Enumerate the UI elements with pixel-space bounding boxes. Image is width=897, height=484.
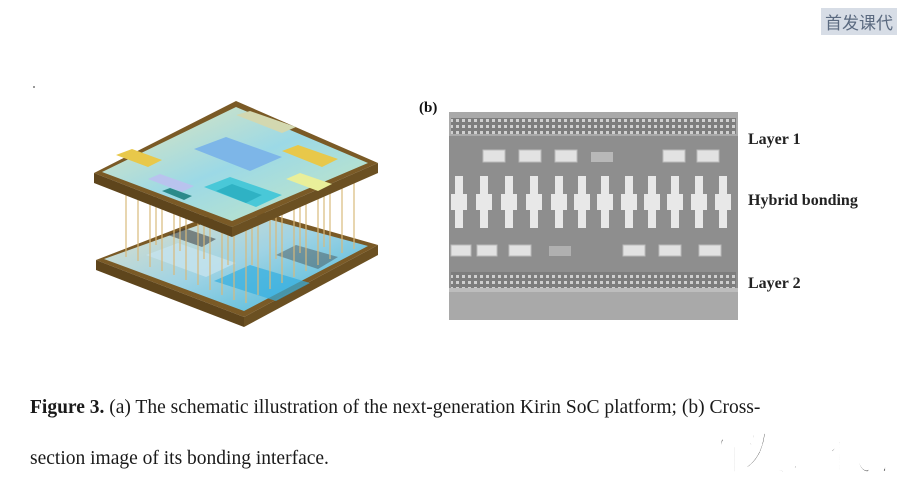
figure-caption: Figure 3. (a) The schematic illustration…: [30, 382, 890, 484]
figure-number: Figure 3.: [30, 397, 105, 418]
label-layer-2: Layer 2: [748, 275, 801, 292]
sem-cross-section-image: [449, 112, 738, 320]
top-die: [94, 101, 378, 237]
bottom-die: [96, 205, 378, 327]
caption-line-1: (a) The schematic illustration of the ne…: [104, 397, 761, 418]
label-layer-1: Layer 1: [748, 131, 801, 148]
stray-dot: [33, 86, 35, 88]
caption-line-2: section image of its bonding interface.: [30, 448, 329, 469]
label-hybrid-bonding: Hybrid bonding: [748, 192, 858, 209]
chip-stack-schematic: [94, 101, 378, 327]
watermark-bottom: 首发课代表: [699, 428, 897, 481]
interconnect-pillars: [125, 173, 355, 303]
panel-label-b: (b): [419, 100, 438, 116]
watermark-top: 首发课代: [821, 8, 897, 35]
